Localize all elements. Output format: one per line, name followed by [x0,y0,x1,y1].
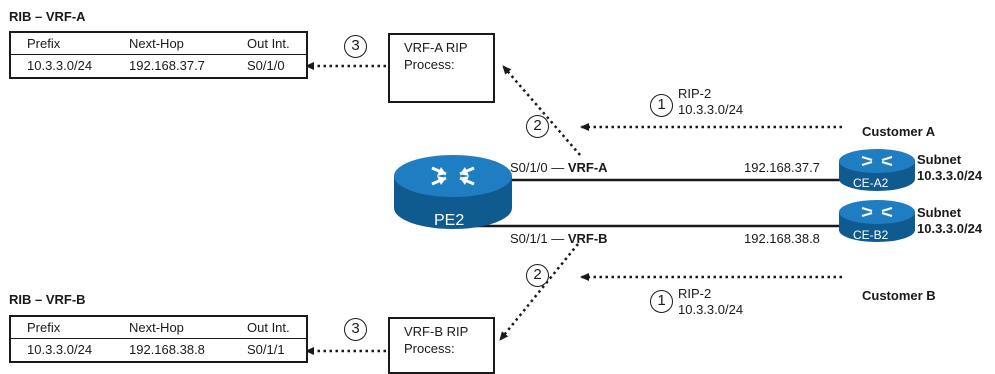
rip-update-a-label: RIP-2 10.3.3.0/24 [678,86,743,118]
subnet-b-label: Subnet 10.3.3.0/24 [917,205,982,237]
rip-protocol-a: RIP-2 [678,86,712,101]
column-header-next-hop: Next-Hop [129,320,184,335]
step-3-marker-a: 3 [344,35,367,58]
subnet-a-value: 10.3.3.0/24 [917,168,983,183]
rip-prefix-a: 10.3.3.0/24 [678,102,744,117]
subnet-a-label: Subnet 10.3.3.0/24 [917,152,982,184]
step-3-marker-b: 3 [344,318,367,341]
column-header-out-int: Out Int. [247,36,290,51]
next-hop-a-label: 192.168.37.7 [744,160,820,175]
process-a-line1: VRF-A RIP [404,40,468,55]
customer-a-label: Customer A [862,124,936,139]
arrow-vrf-b-to-process [499,243,579,341]
process-b-line2: Process: [404,341,455,356]
vrf-a-rip-process-box: VRF-A RIP Process: [388,33,495,103]
cell-next-hop: 192.168.38.8 [129,342,205,357]
subnet-b-title: Subnet [917,205,962,220]
pe2-router-icon [394,155,512,229]
table-header-row: Prefix Next-Hop Out Int. [11,317,306,339]
customer-b-label: Customer B [862,288,936,303]
rib-vrf-a-table: Prefix Next-Hop Out Int. 10.3.3.0/24 192… [9,31,308,79]
link-a-interface-label: S0/1/0 — VRF-A [510,160,608,175]
rip-prefix-b: 10.3.3.0/24 [678,302,744,317]
cell-prefix: 10.3.3.0/24 [27,342,93,357]
subnet-b-value: 10.3.3.0/24 [917,221,983,236]
subnet-a-title: Subnet [917,152,962,167]
table-row: 10.3.3.0/24 192.168.38.8 S0/1/1 [11,339,306,360]
step-2-marker-b: 2 [526,264,549,287]
step-1-marker-b: 1 [650,290,673,313]
step-1-marker-a: 1 [650,94,673,117]
rip-protocol-b: RIP-2 [678,286,712,301]
step-2-marker-a: 2 [526,115,549,138]
cell-prefix: 10.3.3.0/24 [27,58,93,73]
table-row: 10.3.3.0/24 192.168.37.7 S0/1/0 [11,55,306,76]
pe2-label: PE2 [434,212,465,229]
link-b-interface-label: S0/1/1 — VRF-B [510,231,608,246]
rip-update-b-label: RIP-2 10.3.3.0/24 [678,286,743,318]
ce-a2-label: CE-A2 [853,176,889,190]
vrf-name: VRF-A [567,160,608,175]
next-hop-b-label: 192.168.38.8 [744,231,820,246]
table-header-row: Prefix Next-Hop Out Int. [11,33,306,55]
process-b-line1: VRF-B RIP [404,324,469,339]
process-a-line2: Process: [404,57,455,72]
column-header-next-hop: Next-Hop [129,36,184,51]
interface-name: S0/1/0 — [510,160,565,175]
column-header-prefix: Prefix [27,36,61,51]
cell-out-int: S0/1/0 [247,58,285,73]
vrf-b-rip-process-box: VRF-B RIP Process: [388,317,495,374]
rib-vrf-b-title: RIB – VRF-B [9,292,86,307]
ce-a2-router-icon [839,149,915,191]
rib-vrf-b-table: Prefix Next-Hop Out Int. 10.3.3.0/24 192… [9,315,308,363]
column-header-prefix: Prefix [27,320,61,335]
arrow-vrf-a-to-process [502,65,581,156]
rib-vrf-a-title: RIB – VRF-A [9,9,86,24]
ce-b2-router-icon [839,200,915,242]
interface-name: S0/1/1 — [510,231,565,246]
vrf-name: VRF-B [567,231,608,246]
cell-next-hop: 192.168.37.7 [129,58,205,73]
ce-b2-label: CE-B2 [853,228,889,242]
cell-out-int: S0/1/1 [247,342,285,357]
column-header-out-int: Out Int. [247,320,290,335]
